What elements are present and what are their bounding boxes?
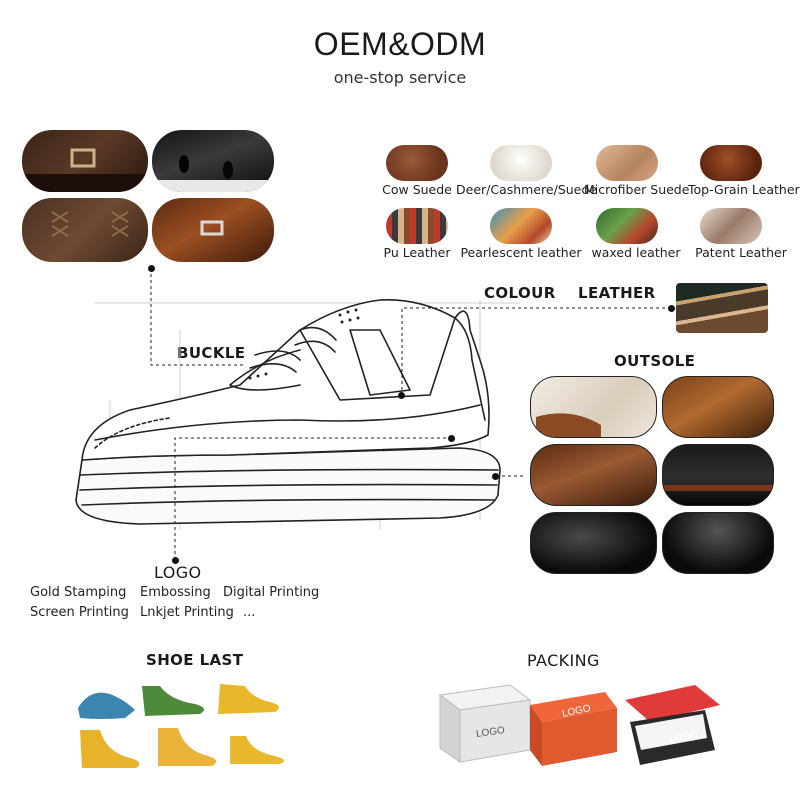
logo-option: Embossing [140, 585, 211, 600]
outsole-heading: OUTSOLE [614, 352, 696, 370]
swatch-label: Cow Suede [382, 182, 452, 197]
lace-icon [51, 211, 129, 237]
connector-dot [668, 305, 675, 312]
swatch-cow-suede [386, 145, 448, 181]
logo-option: ... [243, 605, 256, 620]
logo-option: Lnkjet Printing [140, 605, 234, 620]
swatch-label: waxed leather [591, 245, 681, 260]
packing-heading: PACKING [527, 651, 600, 670]
swatch-pearlescent-leather [490, 208, 552, 244]
sole-heel-icon [536, 413, 601, 437]
outsole-image-leather-sole [530, 376, 657, 438]
buckle-image-tassel-loafer [152, 130, 274, 192]
page-title: OEM&ODM [313, 26, 487, 62]
outsole-image-brown-loafer [662, 376, 774, 438]
logo-option: Digital Printing [223, 585, 320, 600]
shoe-last-yellow-boot-icon [80, 730, 140, 768]
horsebit-icon [200, 220, 224, 236]
packing-boxes-illustration [438, 684, 720, 766]
swatch-patent-leather [700, 208, 762, 244]
tassel-icon [152, 155, 274, 192]
connector-dot [492, 473, 499, 480]
shoe-last-heading: SHOE LAST [146, 651, 244, 669]
shoe-last-yellow-icon [218, 684, 279, 714]
connector-dot [148, 265, 155, 272]
connector-dot [398, 392, 405, 399]
outsole-image-black-chelsea [530, 512, 657, 574]
connector-dot [172, 557, 179, 564]
swatch-label: Pearlescent leather [460, 245, 582, 260]
logo-option: Screen Printing [30, 605, 129, 620]
outsole-image-brown-shoe [530, 444, 657, 506]
orange-drawer-box-icon [530, 692, 617, 766]
buckle-heading: BUCKLE [177, 344, 246, 362]
monk-strap-buckle-icon [22, 148, 148, 192]
swatch-label: Top-Grain Leather [688, 182, 800, 197]
page-subtitle: one-stop service [333, 68, 467, 87]
buckle-image-horsebit-loafer [152, 198, 274, 262]
shoe-last-green-icon [142, 686, 204, 716]
shoe-last-yellow-boot-icon [158, 728, 217, 766]
swatch-label: Deer/Cashmere/Suede [456, 182, 597, 197]
swatch-deer-cashmere-suede [490, 145, 552, 181]
shoe-last-images [78, 684, 284, 768]
outsole-image-lug-sole [662, 444, 774, 506]
swatch-microfiber-suede [596, 145, 658, 181]
outsole-image-black-loafer [662, 512, 774, 574]
leather-sample-image [676, 283, 768, 333]
swatch-label: Pu Leather [383, 245, 451, 260]
shoe-last-blue-icon [78, 692, 135, 719]
connector-dot [448, 435, 455, 442]
buckle-image-laced-suede [22, 198, 148, 262]
logo-option: Gold Stamping [30, 585, 127, 600]
swatch-top-grain-leather [700, 145, 762, 181]
red-magnetic-box-icon [625, 685, 720, 765]
swatch-waxed-leather [596, 208, 658, 244]
colour-heading: COLOUR [484, 284, 556, 302]
logo-heading: LOGO [154, 563, 202, 582]
lug-tread-icon [663, 485, 773, 491]
buckle-image-monk-strap [22, 130, 148, 192]
swatch-label: Patent Leather [695, 245, 787, 260]
swatch-pu-leather [386, 208, 448, 244]
leather-heading: LEATHER [578, 284, 656, 302]
shoe-last-yellow-boot-icon [230, 736, 284, 764]
white-box-icon [438, 684, 532, 763]
swatch-label: Microfiber Suede [584, 182, 690, 197]
